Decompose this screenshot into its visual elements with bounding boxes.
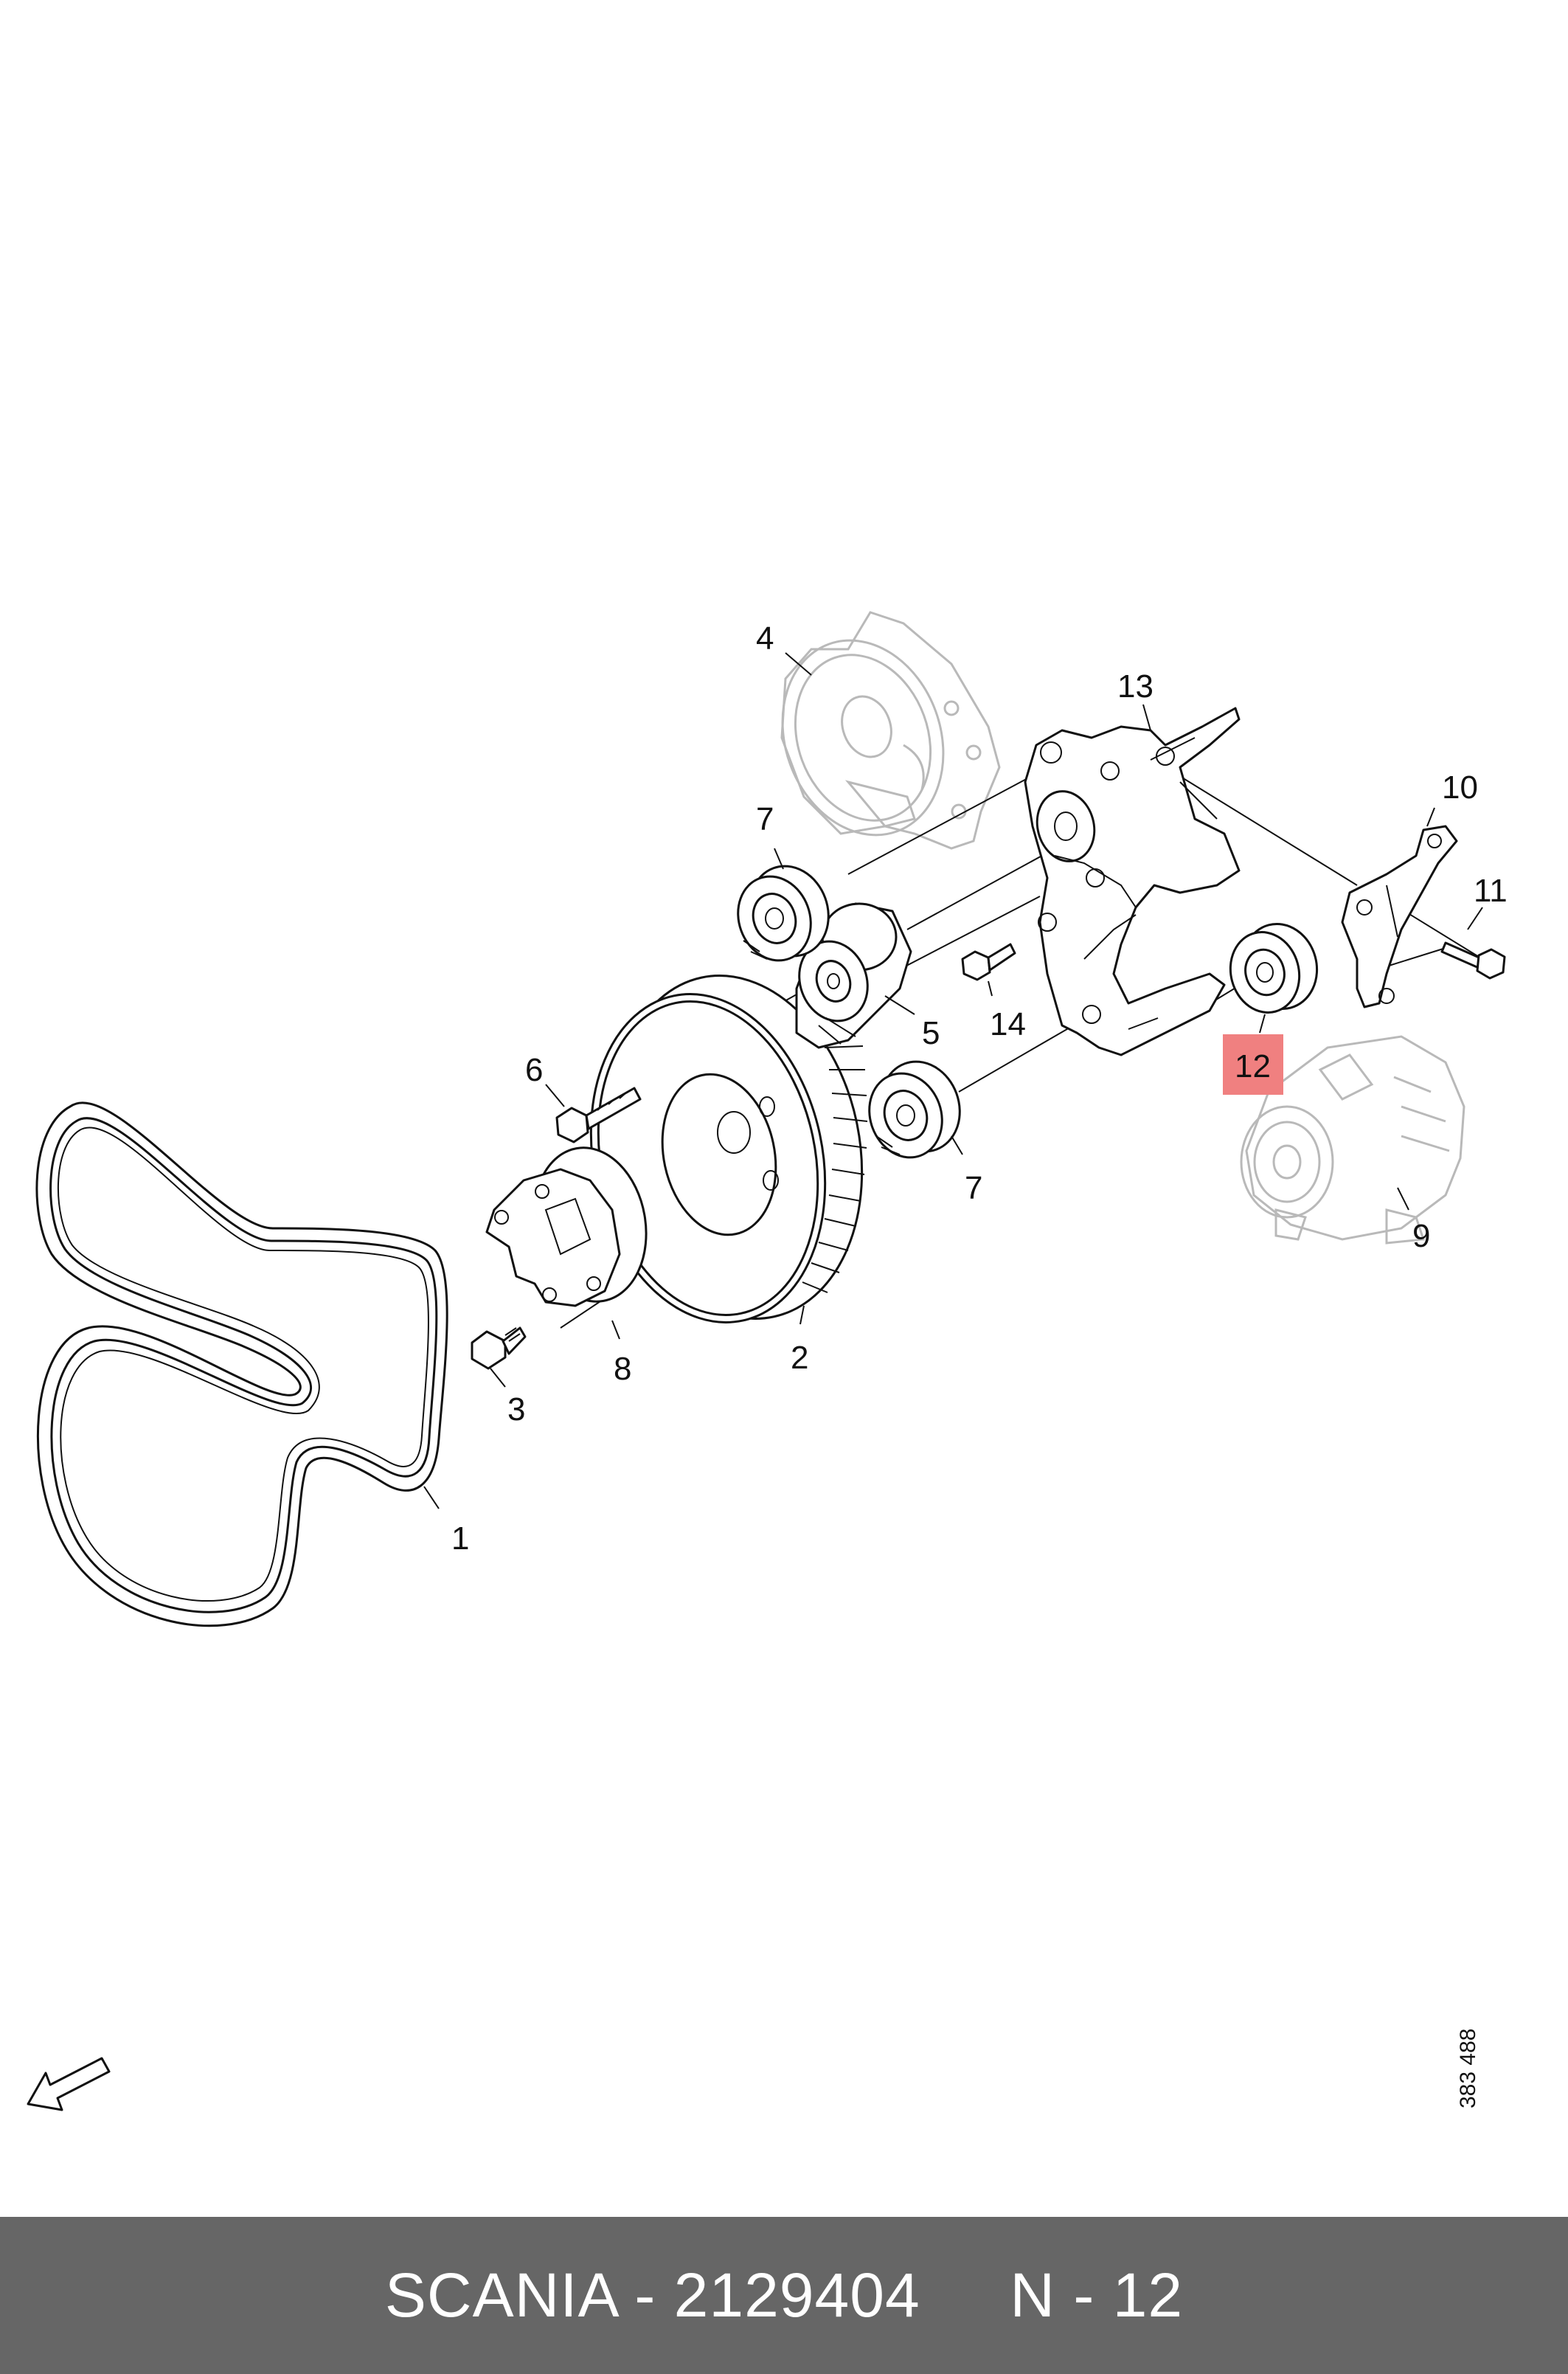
callout-5: 5	[922, 1015, 940, 1051]
part-12-pulley	[1229, 923, 1319, 1014]
callout-12: 12	[1235, 1048, 1271, 1084]
part-2-pulley	[589, 975, 868, 1323]
direction-arrow-icon	[27, 2057, 111, 2111]
callout-4: 4	[756, 620, 774, 657]
exploded-parts-diagram: 1 2 3 4 5 6 7 7 8 9 10 11 12 13 14	[27, 611, 1508, 2111]
part-7-lower-pulley	[868, 1060, 961, 1159]
part-14-bolt	[961, 943, 1016, 981]
callout-9: 9	[1412, 1218, 1430, 1254]
footer-caption: SCANIA - 2129404 N - 12	[384, 2260, 1184, 2330]
callout-11: 11	[1474, 873, 1508, 909]
reference-code-text: 383 488	[1456, 2029, 1480, 2108]
part-1-belt	[35, 1101, 448, 1627]
callout-3: 3	[507, 1391, 525, 1427]
callout-1: 1	[451, 1520, 469, 1557]
part-4-ghost	[780, 611, 1001, 850]
part-13-bracket	[1024, 707, 1241, 1056]
part-7-upper-pulley	[737, 865, 830, 962]
part-3-bolt	[471, 1326, 527, 1370]
callout-7a: 7	[756, 801, 774, 837]
part-8-hub	[485, 1146, 648, 1307]
callout-13: 13	[1117, 668, 1154, 705]
reference-code: 383 488	[1456, 2029, 1480, 2108]
callout-10: 10	[1442, 769, 1478, 806]
callout-6: 6	[525, 1052, 543, 1088]
callout-14: 14	[990, 1006, 1026, 1042]
footer-bar: SCANIA - 2129404 N - 12	[0, 2217, 1568, 2374]
callout-12-highlight	[1223, 1034, 1283, 1095]
callout-2: 2	[791, 1340, 808, 1376]
callout-labels: 1 2 3 4 5 6 7 7 8 9 10 11 12 13 14	[451, 620, 1508, 1557]
part-6-bolt	[555, 1087, 642, 1143]
callout-7b: 7	[965, 1170, 982, 1206]
part-5-tensioner	[795, 902, 912, 1049]
leader-lines	[423, 652, 1483, 1509]
part-11-bolt	[1440, 941, 1506, 980]
callout-8: 8	[614, 1351, 631, 1387]
part-9-ghost	[1240, 1035, 1465, 1245]
part-10-bracket	[1341, 825, 1458, 1008]
